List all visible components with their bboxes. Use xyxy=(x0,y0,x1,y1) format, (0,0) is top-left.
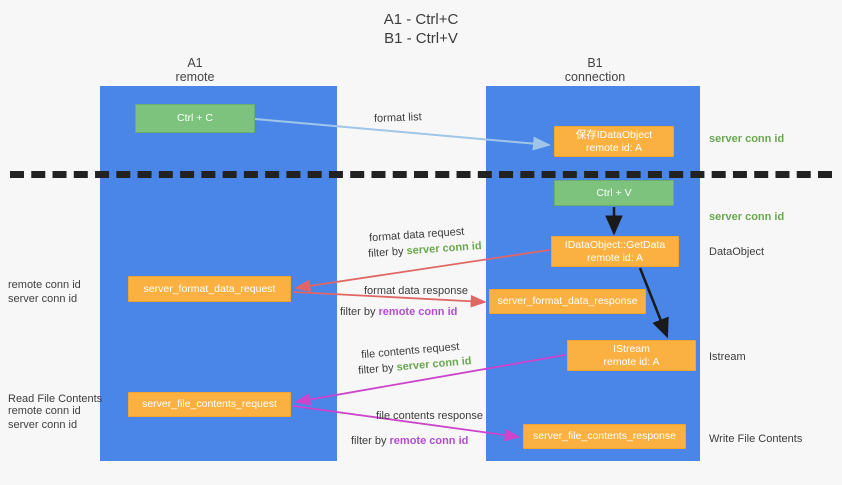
note-server-conn-id-top: server conn id xyxy=(709,133,785,145)
page-title: A1 - Ctrl+C B1 - Ctrl+V xyxy=(383,11,459,47)
node-server-file-contents-request[interactable]: server_file_contents_request xyxy=(128,392,291,417)
note-left-conn-ids-format: remote conn id server conn id xyxy=(8,278,81,306)
note-server-conn-id: server conn id xyxy=(8,293,78,305)
node-server-format-data-request-label: server_format_data_request xyxy=(143,282,276,295)
node-istream-title: IStream xyxy=(613,342,650,355)
phase-divider xyxy=(10,171,832,178)
node-ctrl-v[interactable]: Ctrl + V xyxy=(554,180,674,206)
node-istream[interactable]: IStream remote id: A xyxy=(567,340,696,371)
node-save-idataobject-subtitle: remote id: A xyxy=(585,141,643,154)
edge-label-format-data-response-filter: filter by remote conn id xyxy=(340,305,457,319)
node-save-idataobject-title: 保存IDataObject xyxy=(575,128,653,141)
edge-label-file-contents-response-filter: filter by remote conn id xyxy=(351,434,468,448)
node-ctrl-c[interactable]: Ctrl + C xyxy=(135,104,255,133)
node-server-file-contents-request-label: server_file_contents_request xyxy=(142,398,277,410)
node-idataobject-getdata-subtitle: remote id: A xyxy=(586,251,644,264)
note-server-conn-id-mid: server conn id xyxy=(709,211,785,223)
filter-prefix: filter by xyxy=(357,361,398,377)
note-dataobject: DataObject xyxy=(709,246,765,258)
filter-prefix: filter by xyxy=(367,245,407,260)
note-remote-conn-id: remote conn id xyxy=(8,279,81,291)
filter-key-server-conn-id: server conn id xyxy=(406,240,482,258)
filter-prefix: filter by xyxy=(340,306,379,318)
node-ctrl-c-label: Ctrl + C xyxy=(177,112,213,124)
node-server-format-data-request[interactable]: server_format_data_request xyxy=(128,276,291,302)
edge-label-file-contents-response: file contents response xyxy=(376,410,484,422)
edge-label-format-data-response: format data response xyxy=(364,285,468,297)
node-server-file-contents-response[interactable]: server_file_contents_response xyxy=(523,424,686,449)
note-read-file-contents: Read File Contents xyxy=(8,393,103,405)
lane-title-a1: A1 remote xyxy=(175,56,215,84)
node-ctrl-v-label: Ctrl + V xyxy=(596,186,632,199)
node-idataobject-getdata-title: IDataObject::GetData xyxy=(564,238,666,251)
node-idataobject-getdata[interactable]: IDataObject::GetData remote id: A xyxy=(551,236,679,267)
node-istream-subtitle: remote id: A xyxy=(603,355,660,368)
edge-label-format-list: format list xyxy=(373,111,422,125)
note-server-conn-id: server conn id xyxy=(8,419,78,431)
node-server-format-data-response[interactable]: server_format_data_response xyxy=(489,289,646,314)
node-server-file-contents-response-label: server_file_contents_response xyxy=(532,430,676,442)
node-save-idataobject[interactable]: 保存IDataObject remote id: A xyxy=(554,126,674,157)
filter-key-remote-conn-id: remote conn id xyxy=(389,435,469,447)
filter-prefix: filter by xyxy=(351,435,390,447)
note-istream: Istream xyxy=(709,351,746,363)
lane-title-b1: B1 connection xyxy=(564,56,626,84)
filter-key-remote-conn-id: remote conn id xyxy=(378,306,458,318)
note-left-conn-ids-file: remote conn id server conn id xyxy=(8,404,81,432)
node-server-format-data-response-label: server_format_data_response xyxy=(497,295,638,307)
note-write-file-contents: Write File Contents xyxy=(709,433,803,445)
note-remote-conn-id: remote conn id xyxy=(8,405,81,417)
